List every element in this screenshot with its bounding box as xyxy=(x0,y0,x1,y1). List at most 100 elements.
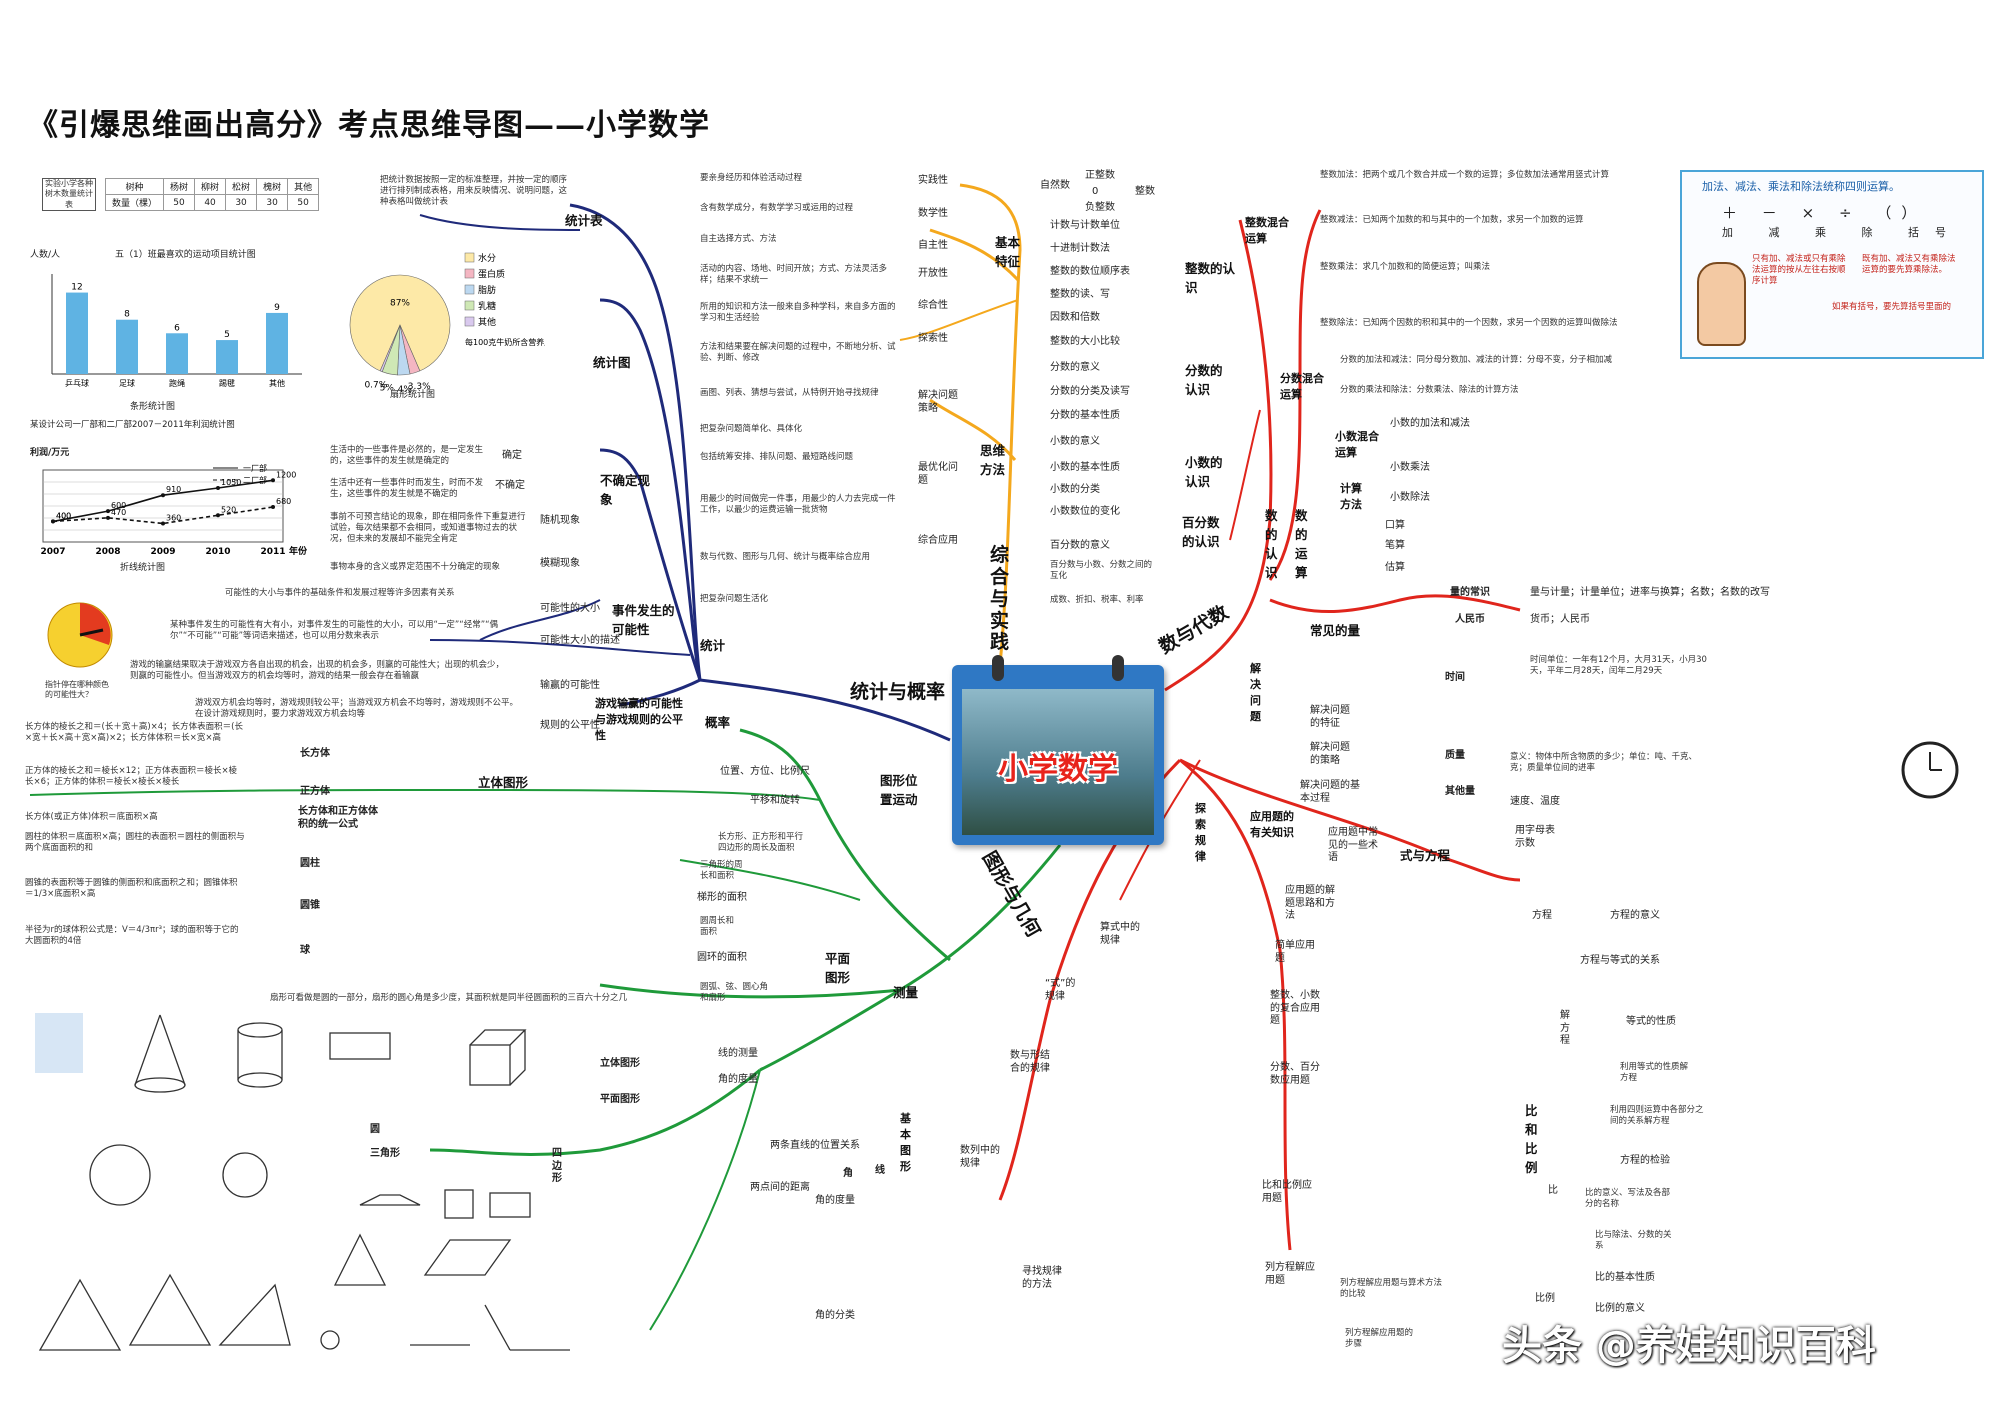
int-item: 负整数 xyxy=(1085,202,1115,213)
scalene-triangle xyxy=(218,1283,291,1346)
watermark: 头条 @养娃知识百科 xyxy=(1502,1323,1876,1369)
apply-item: 列方程解应用题的步骤 xyxy=(1345,1328,1414,1350)
basic-item: 三角形 xyxy=(370,1148,400,1159)
parallelogram-shape xyxy=(423,1239,512,1276)
feature-key: 综合性 xyxy=(918,300,948,311)
solid-desc: 正方体的棱长之和＝棱长×12；正方体表面积＝棱长×棱长×6；正方体的体积＝棱长×… xyxy=(25,766,238,788)
measure-key: 时间 xyxy=(1445,672,1465,683)
apply-item: 列方程解应用题与算术方法的比较 xyxy=(1340,1278,1443,1300)
solid-key: 长方体和正方体体积的统一公式 xyxy=(298,806,378,830)
measure-key: 质量 xyxy=(1445,750,1465,761)
pie-legend-label: 水分 xyxy=(478,252,496,264)
ops-item: 整数除法：已知两个因数的积和其中的一个因数，求另一个因数的运算叫做除法 xyxy=(1320,318,1618,328)
plane-item: 圆环的面积 xyxy=(697,952,747,963)
basic-item: 角的度量 xyxy=(815,1195,855,1206)
feature-key: 自主性 xyxy=(918,240,948,251)
center-card: 小学数学 xyxy=(952,655,1164,845)
line-point xyxy=(106,509,110,514)
pie-value-label: 4% xyxy=(398,385,413,395)
table-cell: 树种 xyxy=(104,178,165,195)
basic-item: 线 xyxy=(875,1165,885,1176)
stats-chart-heading: 统计图 xyxy=(593,355,631,370)
pie-chart-label: 扇形统计图 xyxy=(390,390,436,400)
frac-item: 分数的基本性质 xyxy=(1050,410,1120,421)
ops-item: 小数乘法 xyxy=(1390,462,1430,473)
pct-heading: 百分数的认识 xyxy=(1182,515,1220,549)
line-point xyxy=(216,513,220,518)
apply-heading: 应用题的有关知识 xyxy=(1250,810,1294,839)
apply-item: 应用题中常见的一些术语 xyxy=(1328,827,1378,863)
measure-desc: 意义：物体中所含物质的多少；单位：吨、千克、克；质量单位间的进率 xyxy=(1510,752,1698,774)
line-series xyxy=(52,506,274,525)
line-x-tick: 2010 xyxy=(205,547,230,557)
line-x-tick: 2011 xyxy=(260,547,285,557)
line-value-label: 910 xyxy=(166,485,181,494)
line-point xyxy=(161,521,165,526)
order-symbols: ＋ － × ÷ （） xyxy=(1722,204,1926,223)
ops-item: 分数的乘法和除法：分数乘法、除法的计算方法 xyxy=(1340,385,1519,395)
divide-sign: ÷ xyxy=(1838,204,1862,222)
possibility-key: 规则的公平性 xyxy=(540,720,600,731)
ops-item: 整数乘法：求几个加数和的简便运算；叫乘法 xyxy=(1320,262,1491,272)
measure-heading: 常见的量 xyxy=(1310,623,1361,638)
table-header-row: 树种 杨树 柳树 松树 槐树 其他 xyxy=(104,178,320,195)
cylinder-base xyxy=(237,1072,283,1088)
feature-key: 数学性 xyxy=(918,208,948,219)
bar-chart-label: 条形统计图 xyxy=(130,402,176,412)
basic-item: 角 xyxy=(843,1168,853,1179)
pct-item: 百分数与小数、分数之间的互化 xyxy=(1050,560,1153,582)
basic-item: 圆 xyxy=(370,1124,380,1135)
basic-item: 角的分类 xyxy=(815,1310,855,1321)
bar xyxy=(166,333,188,374)
explore-item: “式”的规律 xyxy=(1045,978,1076,1002)
ops-item: 估算 xyxy=(1385,562,1405,573)
page-title: 《引爆思维画出高分》考点思维导图——小学数学 xyxy=(28,108,710,143)
move-heading: 图形位置运动 xyxy=(880,773,918,807)
possibility-key: 可能性的大小 xyxy=(540,603,600,614)
bar-category-label: 足球 xyxy=(119,378,135,388)
eq-heading: 式与方程 xyxy=(1400,848,1451,863)
plane-item: 长方形、正方形和平行四边形的周长及面积 xyxy=(718,832,804,854)
basic-item: 立体图形 xyxy=(600,1058,640,1069)
eq-item: 等式的性质 xyxy=(1626,1016,1676,1027)
line-point xyxy=(51,519,55,524)
temple-icon xyxy=(35,1013,83,1073)
line-point xyxy=(271,505,275,510)
thinking-desc: 用最少的时间做完一件事，用最少的人力去完成一件工作，以最少的运费运输一批货物 xyxy=(700,494,896,516)
solid-key: 长方体 xyxy=(300,748,330,759)
move-item: 平移和旋转 xyxy=(750,795,800,806)
order-word: 除 xyxy=(1861,226,1889,239)
feature-desc: 方法和结果要在解决问题的过程中，不断地分析、试验、判断、修改 xyxy=(700,342,896,364)
line-x-tick: 2007 xyxy=(40,547,65,557)
line-x-tick: 2009 xyxy=(150,547,175,557)
pie-chart: 87%3.3%4%5%0.7%水分蛋白质脂肪乳糖其他每100克牛奶所含营养成分 xyxy=(349,252,545,395)
order-note: 加法、减法、乘法和除法统称四则运算。 xyxy=(1702,180,1900,193)
line-legend-label: 一厂部 xyxy=(243,463,267,473)
measure-key: 其他量 xyxy=(1445,786,1475,797)
int-item: 正整数 xyxy=(1085,170,1115,181)
cuboid-shape xyxy=(329,1032,391,1060)
line-x-tick: 2008 xyxy=(95,547,120,557)
int-item: 0 xyxy=(1092,186,1099,197)
dec-heading: 小数的认识 xyxy=(1185,455,1223,489)
solid-heading: 立体图形 xyxy=(478,775,529,790)
int-item: 整数的数位顺序表 xyxy=(1050,266,1130,277)
dec-item: 小数的分类 xyxy=(1050,484,1100,495)
bar xyxy=(266,312,288,374)
branch-stats-label: 统计与概率 xyxy=(850,681,946,703)
ops-key: 小数混合运算 xyxy=(1335,430,1379,459)
binder-ring xyxy=(992,655,1004,681)
int-item: 整数 xyxy=(1135,186,1155,197)
eq-item: 解方程 xyxy=(1560,1010,1570,1046)
sector-note: 扇形可看做是圆的一部分，扇形的圆心角是多少度，其面积就是同半径圆面积的三百六十分… xyxy=(270,993,628,1003)
ratio-item: 比例 xyxy=(1535,1293,1555,1304)
ratio-item: 比的基本性质 xyxy=(1595,1272,1655,1283)
pie-value-label: 87% xyxy=(390,299,410,309)
feature-desc: 要亲身经历和体验活动过程 xyxy=(700,173,803,183)
int-item: 十进制计数法 xyxy=(1050,243,1110,254)
possibility-desc: 游戏双方机会均等时，游戏规则较公平；当游戏双方机会不均等时，游戏规则不公平。在设… xyxy=(195,698,519,720)
explore-item: 数与形结合的规律 xyxy=(1010,1050,1050,1074)
